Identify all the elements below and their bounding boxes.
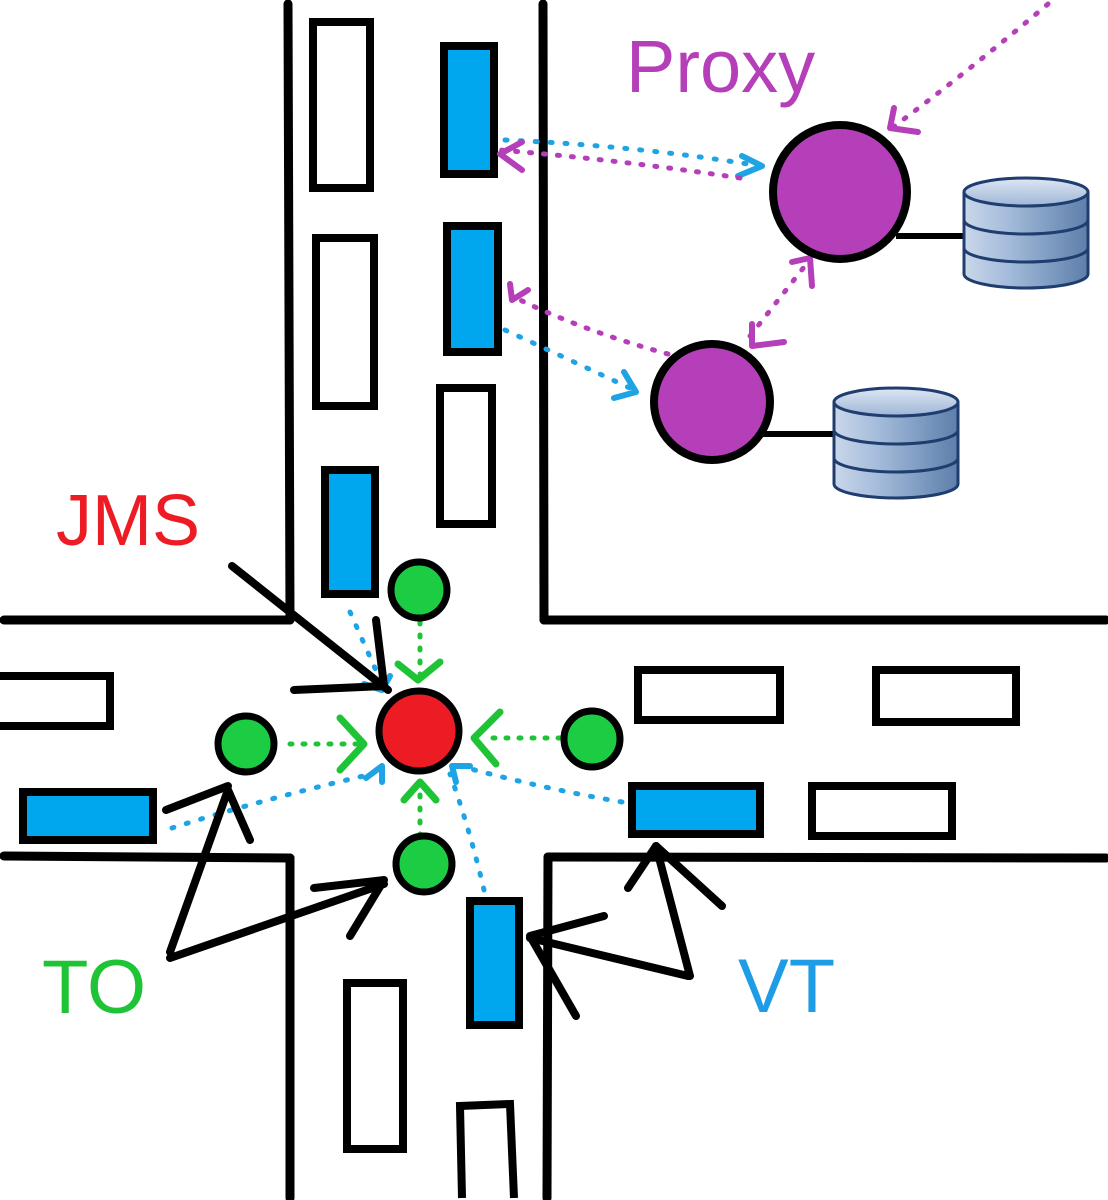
link-vehicle-west-to-jms xyxy=(169,771,375,831)
vehicle-to-jms-links xyxy=(169,137,763,893)
proxy-links xyxy=(497,1,1051,357)
jms-pointer-arrow xyxy=(228,562,392,694)
vehicle-plain xyxy=(309,18,374,192)
intersection-nodes xyxy=(214,558,624,896)
to-pointer-arrowhead xyxy=(162,782,232,814)
vehicle-plain xyxy=(436,384,496,528)
proxy-label: Proxy xyxy=(626,25,815,108)
to-pointer-arrow xyxy=(166,786,254,956)
vt-label: VT xyxy=(738,944,835,1029)
vehicle-connected xyxy=(440,42,498,178)
database-icon xyxy=(832,386,960,500)
vt-pointer-arrowhead xyxy=(624,842,726,910)
arrowhead xyxy=(449,763,473,785)
proxy-link-arrowheads xyxy=(497,105,921,349)
vehicle-connected xyxy=(443,222,502,356)
arrowhead xyxy=(749,321,787,349)
link-vehicle-north-to-jms xyxy=(347,609,385,687)
link-proxy-to-vehicle-bottom xyxy=(509,293,671,357)
jms-node xyxy=(375,687,463,775)
arrowhead xyxy=(887,105,921,135)
vehicle-plain xyxy=(343,979,407,1153)
vt-pointer-arrowhead xyxy=(526,912,608,1020)
traffic-light-icon xyxy=(214,712,278,776)
vehicle-plain xyxy=(0,672,114,730)
vehicle-plain xyxy=(808,782,956,840)
traffic-light-icon xyxy=(560,707,624,771)
jms-pointer-arrowhead xyxy=(290,616,388,694)
arrowhead xyxy=(735,153,765,179)
to-link-arrowheads xyxy=(336,658,504,804)
arrowhead xyxy=(400,778,440,804)
link-proxy-to-proxy xyxy=(747,259,811,339)
vehicle-plain xyxy=(312,234,378,410)
vehicle-plain xyxy=(634,666,784,724)
link-external-to-proxy xyxy=(889,1,1051,131)
vehicle-connected xyxy=(628,782,764,838)
label-pointers xyxy=(162,562,726,1020)
road-edge-south-right xyxy=(542,852,553,1200)
proxy-node-secondary xyxy=(650,340,774,464)
vehicles xyxy=(0,18,1020,1199)
arrowhead xyxy=(363,763,385,785)
road-edge-west-bottom xyxy=(0,851,295,863)
arrowhead xyxy=(507,281,531,303)
to-to-jms-links xyxy=(287,619,563,839)
link-vehicle-east-to-jms xyxy=(457,763,625,805)
to-label: TO xyxy=(42,945,146,1030)
arrowhead xyxy=(470,708,504,768)
link-proxy-to-vehicle-top xyxy=(497,147,743,181)
arrowhead xyxy=(497,139,525,173)
arrowhead xyxy=(336,714,368,774)
vehicle-plain xyxy=(455,1099,518,1199)
traffic-light-icon xyxy=(392,832,456,896)
vehicle-connected xyxy=(19,788,157,844)
arrowhead xyxy=(789,255,815,289)
vt-pointer-arrow xyxy=(526,934,692,980)
vt-pointer-arrow xyxy=(652,842,694,980)
link-vehicle-south-to-jms xyxy=(447,771,487,893)
link-vehicle-to-proxy-bottom xyxy=(502,327,637,393)
database-icon xyxy=(962,176,1090,290)
traffic-light-icon xyxy=(387,558,451,622)
link-vehicle-to-proxy-top xyxy=(502,137,763,169)
arrowhead xyxy=(611,369,639,401)
vehicle-connected xyxy=(321,466,379,598)
vehicle-connected xyxy=(466,897,523,1029)
to-pointer-arrowhead xyxy=(310,876,388,940)
arrowhead xyxy=(394,658,444,684)
road-edge-east-bottom xyxy=(543,852,1108,863)
road-edge-north-right xyxy=(538,0,549,625)
proxy-group xyxy=(650,121,1090,500)
vehicle-plain xyxy=(872,666,1020,726)
road-edge-north-left xyxy=(283,0,295,625)
proxy-node-main xyxy=(769,121,911,263)
jms-label: JMS xyxy=(56,481,200,561)
to-pointer-arrow xyxy=(166,880,388,962)
